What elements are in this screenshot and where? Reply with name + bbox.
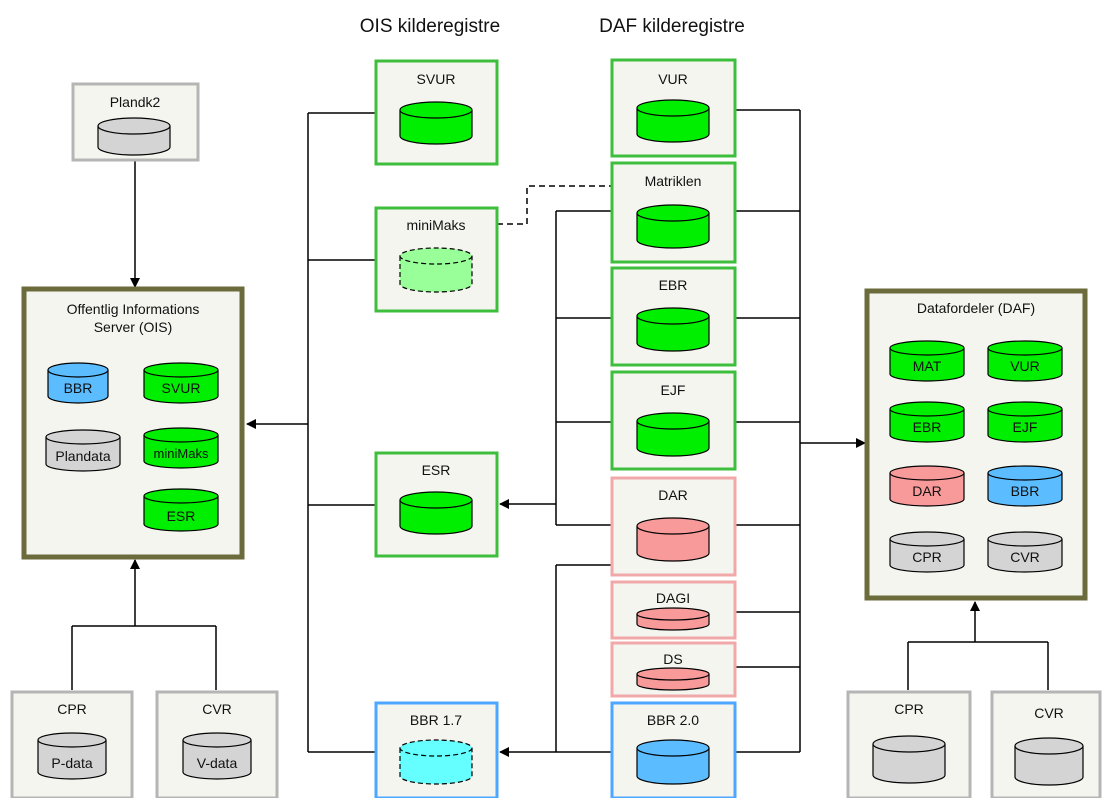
daf-db-cpr-label: CPR	[912, 549, 942, 565]
ois-source-svur: SVUR	[374, 59, 499, 166]
daf-db-dar: DAR	[889, 465, 965, 507]
ois-source-minimaks-label: miniMaks	[406, 217, 465, 233]
daf-source-dagi-label: DAGI	[656, 590, 690, 606]
database-icon	[97, 117, 171, 156]
bottom-left-cpr-label: CPR	[57, 701, 87, 717]
daf-source-dar-label: DAR	[658, 487, 688, 503]
ois-db-minimaks: miniMaks	[143, 427, 219, 469]
daf-source-ebr: EBR	[610, 266, 737, 367]
daf-db-cvr-label: CVR	[1010, 549, 1040, 565]
daf-db-ejf-label: EJF	[1013, 419, 1038, 435]
ois-server-title-1: Offentlig Informations	[67, 301, 200, 317]
ois-db-minimaks-label: miniMaks	[154, 446, 209, 461]
daf-db-mat-label: MAT	[913, 358, 942, 374]
ois-server-title-2: Server (OIS)	[94, 319, 173, 335]
ois-db-plandata: Plandata	[45, 429, 121, 472]
ois-db-bbr-label: BBR	[64, 380, 93, 396]
bottom-right-cvr: CVR	[990, 690, 1102, 798]
ois-source-bbr17: BBR 1.7	[374, 701, 499, 798]
plandk2-box: Plandk2	[71, 82, 200, 162]
ois-db-svur: SVUR	[143, 362, 219, 404]
ois-source-esr: ESR	[374, 451, 499, 558]
daf-source-ejf: EJF	[610, 370, 737, 471]
ois-source-esr-label: ESR	[422, 462, 451, 478]
ois-db-plandata-label: Plandata	[55, 448, 110, 464]
daf-db-ebr: EBR	[889, 401, 965, 443]
bottom-left-cpr: CPR P-data	[10, 690, 134, 798]
daf-server: Datafordeler (DAF) MAT VUR EBR EJF DAR	[864, 288, 1088, 601]
daf-db-dar-label: DAR	[912, 483, 942, 499]
ois-header: OIS kilderegistre	[360, 16, 500, 37]
daf-db-bbr: BBR	[987, 465, 1063, 507]
ois-server: Offentlig Informations Server (OIS) BBR …	[21, 286, 245, 560]
daf-source-bbr20-label: BBR 2.0	[647, 712, 699, 728]
daf-source-ds: DS	[610, 641, 737, 698]
ois-source-minimaks: miniMaks	[374, 206, 499, 313]
daf-source-ejf-label: EJF	[661, 382, 686, 398]
bottom-right-cpr: CPR	[846, 690, 972, 798]
daf-db-bbr-label: BBR	[1011, 483, 1040, 499]
daf-source-dagi: DAGI	[610, 580, 737, 640]
connectors	[71, 109, 1049, 757]
daf-source-ebr-label: EBR	[659, 277, 688, 293]
daf-source-matriklen: Matriklen	[610, 161, 737, 264]
daf-db-ejf: EJF	[987, 401, 1063, 443]
bottom-right-cpr-label: CPR	[894, 701, 924, 717]
daf-source-vur: VUR	[610, 58, 737, 158]
daf-db-cpr: CPR	[889, 531, 965, 573]
ois-source-svur-label: SVUR	[417, 71, 456, 87]
bottom-left-pdata-label: P-data	[51, 755, 92, 771]
daf-source-ds-label: DS	[663, 651, 682, 667]
daf-db-vur: VUR	[987, 340, 1063, 382]
daf-db-ebr-label: EBR	[913, 419, 942, 435]
daf-db-vur-label: VUR	[1010, 358, 1040, 374]
plandk2-label: Plandk2	[110, 94, 161, 110]
bottom-right-cvr-label: CVR	[1034, 705, 1064, 721]
daf-db-mat: MAT	[889, 340, 965, 382]
ois-source-bbr17-label: BBR 1.7	[410, 712, 462, 728]
ois-db-bbr: BBR	[47, 362, 109, 404]
daf-server-title: Datafordeler (DAF)	[917, 300, 1035, 316]
daf-source-bbr20: BBR 2.0	[610, 701, 737, 798]
daf-source-matriklen-label: Matriklen	[645, 173, 702, 189]
daf-source-dar: DAR	[610, 476, 737, 577]
ois-db-esr-label: ESR	[167, 508, 196, 524]
bottom-left-vdata-label: V-data	[197, 755, 238, 771]
daf-db-cvr: CVR	[987, 531, 1063, 573]
bottom-left-cvr: CVR V-data	[155, 690, 279, 798]
ois-db-esr: ESR	[143, 488, 219, 532]
ois-db-svur-label: SVUR	[162, 380, 201, 396]
daf-header: DAF kilderegistre	[599, 16, 745, 37]
bottom-left-cvr-label: CVR	[202, 701, 232, 717]
daf-source-vur-label: VUR	[658, 71, 688, 87]
